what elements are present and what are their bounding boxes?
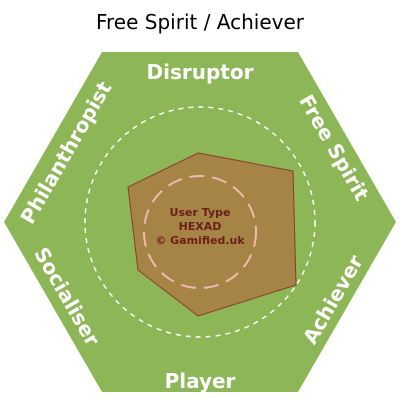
user-type-profile-polygon xyxy=(127,152,297,317)
center-label-line-3: © Gamified.uk xyxy=(155,234,245,247)
inner-dashed-ring xyxy=(143,175,257,289)
center-label-line-1: User Type xyxy=(170,206,231,219)
outer-dashed-ring xyxy=(84,106,316,338)
center-label-line-2: HEXAD xyxy=(179,220,222,233)
label-disruptor: Disruptor xyxy=(147,60,254,84)
center-label: User Type HEXAD © Gamified.uk xyxy=(155,206,245,247)
diagram-title: Free Spirit / Achiever xyxy=(96,10,305,34)
label-player: Player xyxy=(165,369,236,393)
